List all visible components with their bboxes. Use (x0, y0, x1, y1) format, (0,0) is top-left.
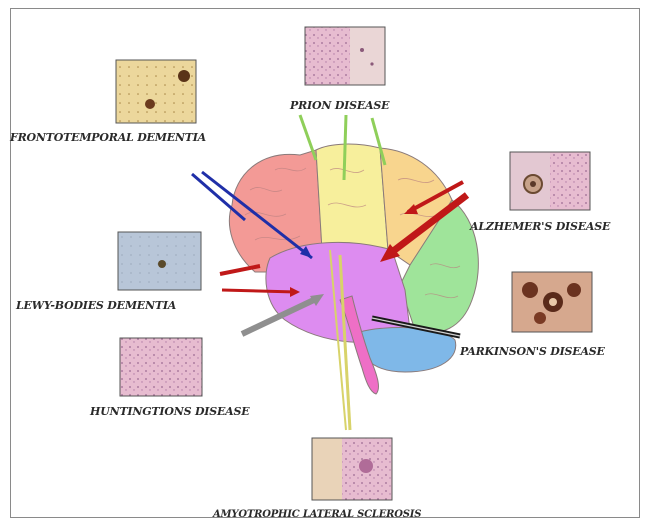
arrow-lewy-2 (222, 290, 296, 292)
micrograph-lewy (118, 232, 201, 290)
parietal-lobe (316, 144, 388, 250)
label-amyotrophic-lateral-sclerosis: AMYOTROPHIC LATERAL SCLEROSIS (213, 509, 421, 520)
label-huntingtons-disease: HUNTINGTIONS DISEASE (90, 405, 249, 418)
micrograph-hunt (120, 338, 202, 396)
micrograph-als (312, 438, 392, 500)
arrow-prion-2 (344, 115, 346, 180)
label-parkinsons-disease: PARKINSON'S DISEASE (460, 345, 605, 358)
label-prion-disease: PRION DISEASE (290, 99, 389, 112)
micrograph-ftd (116, 60, 196, 123)
label-alzheimers-disease: ALZHEMER'S DISEASE (470, 220, 610, 233)
micrograph-alz (510, 152, 590, 210)
label-lewy-bodies-dementia: LEWY-BODIES DEMENTIA (16, 299, 176, 312)
micrograph-park (512, 272, 592, 332)
micrograph-prion (305, 27, 385, 85)
brain (229, 144, 478, 394)
label-frontotemporal-dementia: FRONTOTEMPORAL DEMENTIA (10, 131, 206, 144)
